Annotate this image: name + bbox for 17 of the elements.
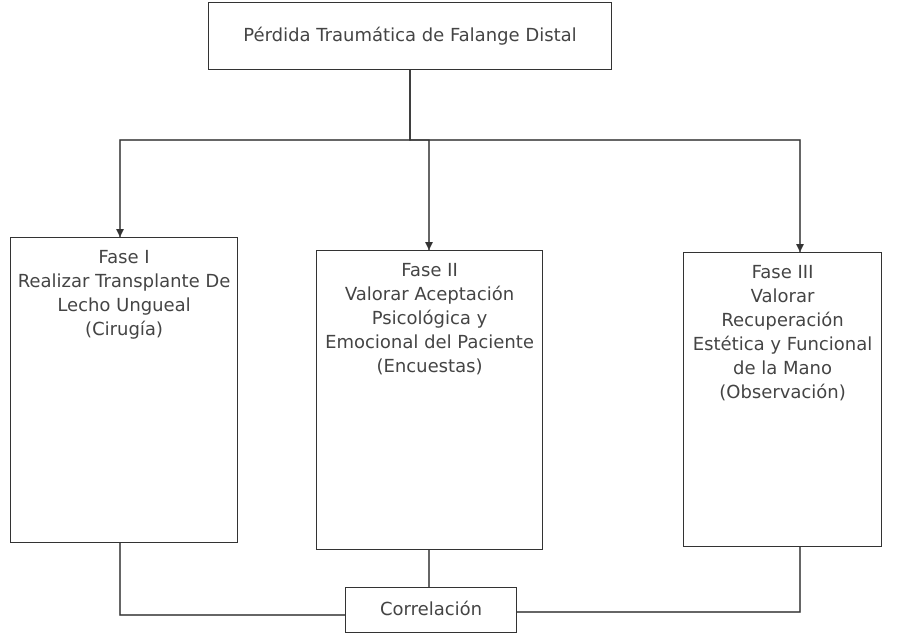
box-text: Correlación bbox=[380, 598, 482, 622]
phase-heading: Fase I bbox=[98, 246, 150, 270]
connector-line bbox=[517, 547, 801, 613]
process-box bbox=[345, 587, 517, 633]
box-text: Valorar Aceptación Psicológica y Emocional del Paciente (Encuestas) bbox=[324, 283, 535, 379]
arrow bbox=[409, 70, 804, 252]
box-text: Valorar Recuperación Estética y Funcional de la Mano (Observación) bbox=[692, 285, 874, 405]
process-box bbox=[10, 237, 238, 543]
process-box bbox=[208, 2, 612, 70]
phase-heading: Fase II bbox=[401, 259, 458, 283]
process-box bbox=[683, 252, 882, 547]
box-text: Realizar Transplante De Lecho Ungueal (Cirugía) bbox=[17, 270, 231, 342]
connector-line bbox=[428, 550, 430, 587]
phase-heading: Fase III bbox=[752, 261, 814, 285]
box-text: Pérdida Traumática de Falange Distal bbox=[243, 24, 577, 48]
connector-line bbox=[119, 543, 345, 616]
process-box bbox=[316, 250, 543, 550]
